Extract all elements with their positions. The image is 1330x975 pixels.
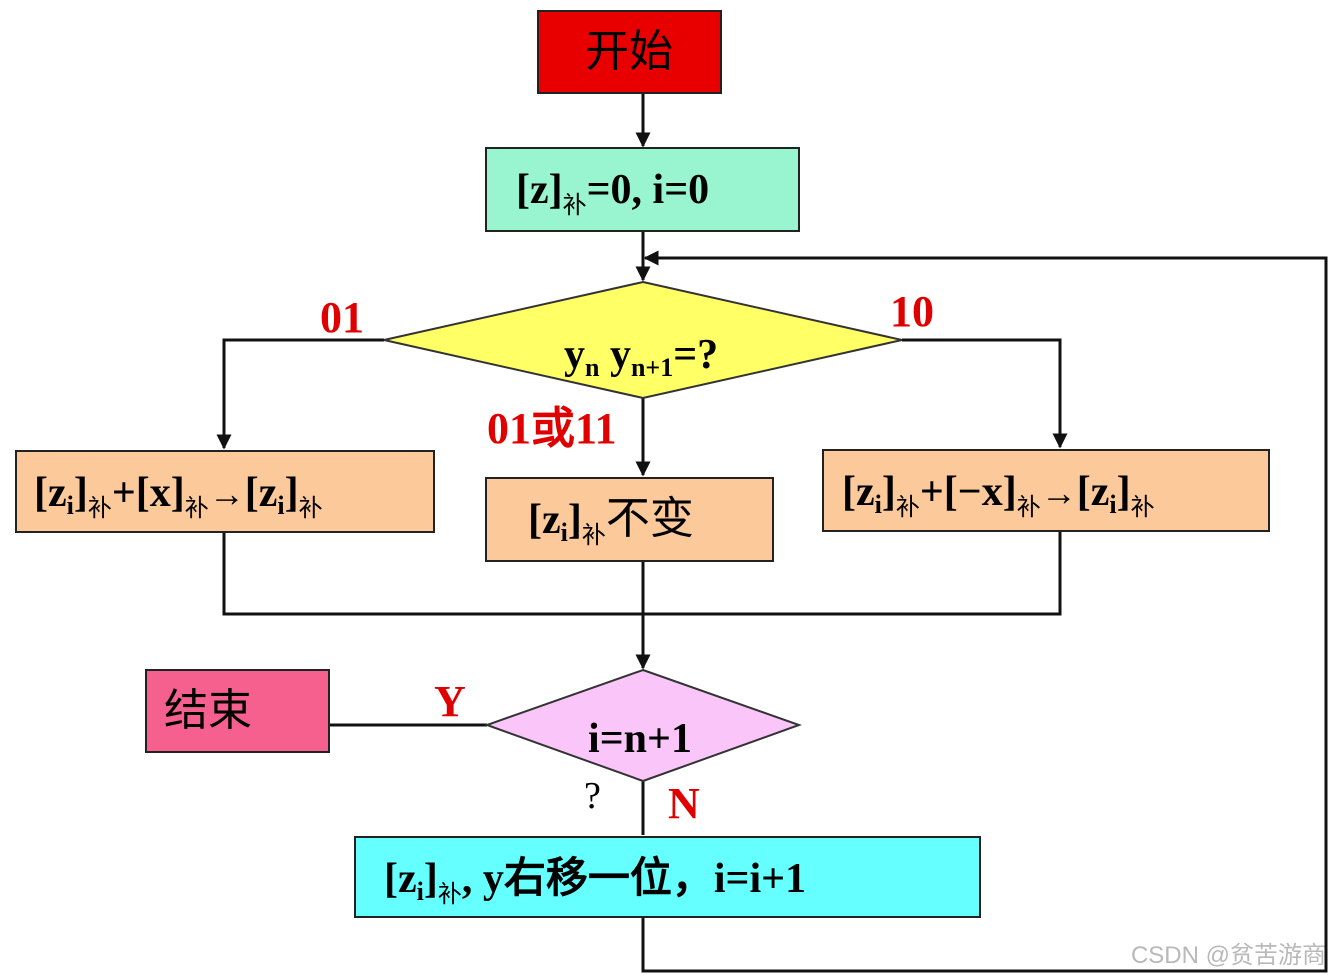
op-add-x-label: [zi]补+[x]补→[zi]补 [34,470,323,522]
end-label: 结束 [164,685,252,736]
edge-decision1-left [216,338,384,450]
edge-label-01-or-11: 01或11 [487,404,617,453]
decision2-node [484,668,802,783]
edge-label-yes: Y [434,677,466,726]
edge-decision1-right [902,338,1068,449]
op-add-neg-x-node [822,449,1270,532]
shift-label: [zi]补, y右移一位，i=i+1 [384,855,806,908]
init-label: [z]补=0, i=0 [516,167,709,219]
start-label: 开始 [585,26,673,77]
edge-label-question: ? [584,775,601,817]
end-node [145,669,330,753]
watermark-text: CSDN @贫苦游商 [1131,942,1326,969]
decision2-label: i=n+1 [588,716,692,762]
op-unchanged-label: [zi]补不变 [528,493,694,549]
edge-label-no: N [668,779,700,828]
init-node [485,147,800,232]
edge-label-10: 10 [890,287,934,336]
op-unchanged-node [485,477,774,562]
op-add-x-node [15,450,435,533]
edge-loop-back [641,250,1328,973]
start-node [537,10,722,94]
decision1-label: yn yn+1=? [564,332,718,382]
edge-label-01: 01 [320,293,364,342]
decision1-node [383,280,903,400]
op-add-neg-x-label: [zi]补+[−x]补→[zi]补 [842,469,1155,521]
shift-node [354,836,981,918]
